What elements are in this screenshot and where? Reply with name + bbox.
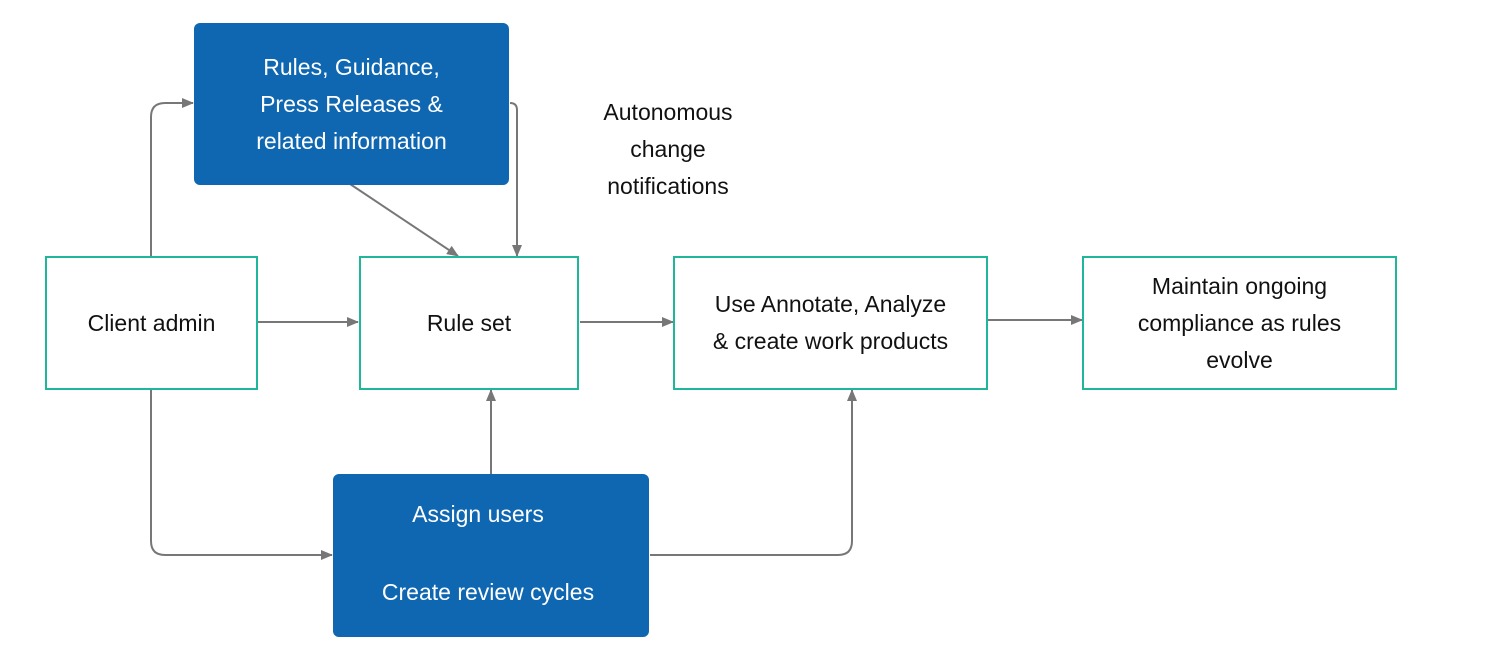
arrow-assign-to-use-annotate <box>650 389 857 556</box>
arrow-autonomous-notifications <box>509 102 522 257</box>
sources-line-3: related information <box>256 127 447 154</box>
arrow-sources-to-rule-set <box>349 183 459 257</box>
sources-line-1: Rules, Guidance, <box>263 53 440 80</box>
create-review-cycles-label: Create review cycles <box>381 579 595 605</box>
autonomous-line-3: notifications <box>607 173 729 199</box>
maintain-compliance-box: Maintain ongoing compliance as rules evo… <box>1082 256 1397 390</box>
sources-box: Rules, Guidance, Press Releases & relate… <box>194 23 509 185</box>
maintain-line-1: Maintain ongoing <box>1151 272 1328 299</box>
arrow-client-admin-to-assign <box>150 390 333 560</box>
sources-line-2: Press Releases & <box>260 90 443 117</box>
autonomous-change-notifications-label: Autonomous change notifications <box>578 94 758 205</box>
use-annotate-line-2: & create work products <box>712 328 949 354</box>
assign-users-label: Assign users <box>412 501 544 527</box>
client-admin-label: Client admin <box>87 309 216 336</box>
rule-set-box: Rule set <box>359 256 579 390</box>
client-admin-box: Client admin <box>45 256 258 390</box>
arrow-client-admin-to-sources <box>150 98 194 256</box>
use-annotate-box: Use Annotate, Analyze & create work prod… <box>673 256 988 390</box>
rule-set-label: Rule set <box>426 309 512 336</box>
maintain-line-3: evolve <box>1206 346 1273 373</box>
autonomous-line-1: Autonomous <box>603 99 733 125</box>
maintain-line-2: compliance as rules <box>1137 309 1342 336</box>
assign-users-box: Assign users Create review cycles <box>333 474 649 637</box>
use-annotate-line-1: Use Annotate, Analyze <box>714 291 947 317</box>
autonomous-line-2: change <box>630 136 706 162</box>
